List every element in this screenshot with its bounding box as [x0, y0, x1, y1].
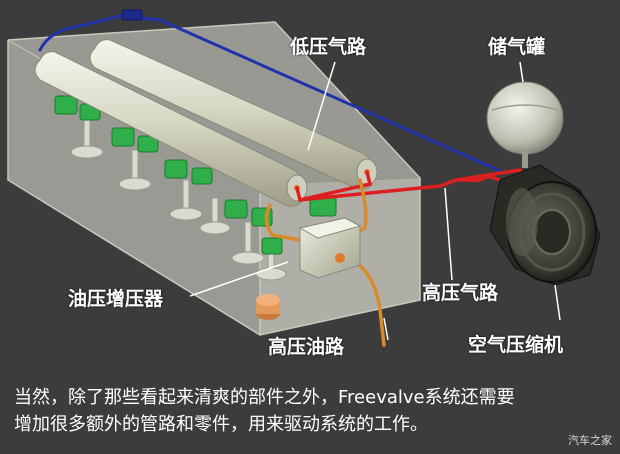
label-air-tank: 储气罐 [488, 36, 546, 58]
caption-line-1: 当然，除了那些看起来清爽的部件之外，Freevalve系统还需要 [14, 387, 515, 408]
label-high-pressure-air: 高压气路 [422, 282, 499, 304]
label-air-compressor: 空气压缩机 [468, 334, 564, 356]
valve-set [70, 117, 287, 281]
high-pressure-air-line [295, 168, 522, 202]
caption-line-2: 增加很多额外的管路和零件，用来驱动系统的工作。 [14, 414, 428, 435]
label-oil-booster: 油压增压器 [68, 288, 164, 310]
label-low-pressure-air: 低压气路 [290, 36, 367, 58]
label-high-pressure-oil: 高压油路 [268, 336, 345, 358]
low-pressure-air-line [38, 14, 500, 172]
oil-pressure-booster [298, 217, 362, 279]
air-compressor [489, 164, 601, 286]
leader-lines [189, 61, 561, 341]
caption: 当然，除了那些看起来清爽的部件之外，Freevalve系统还需要 增加很多额外的… [14, 384, 614, 438]
valve-actuators [54, 95, 337, 255]
air-tank [486, 81, 564, 168]
oil-reservoir [256, 294, 280, 320]
watermark: 汽车之家 [568, 434, 612, 447]
connector-block [121, 9, 143, 21]
freevalve-system-diagram [7, 9, 601, 347]
